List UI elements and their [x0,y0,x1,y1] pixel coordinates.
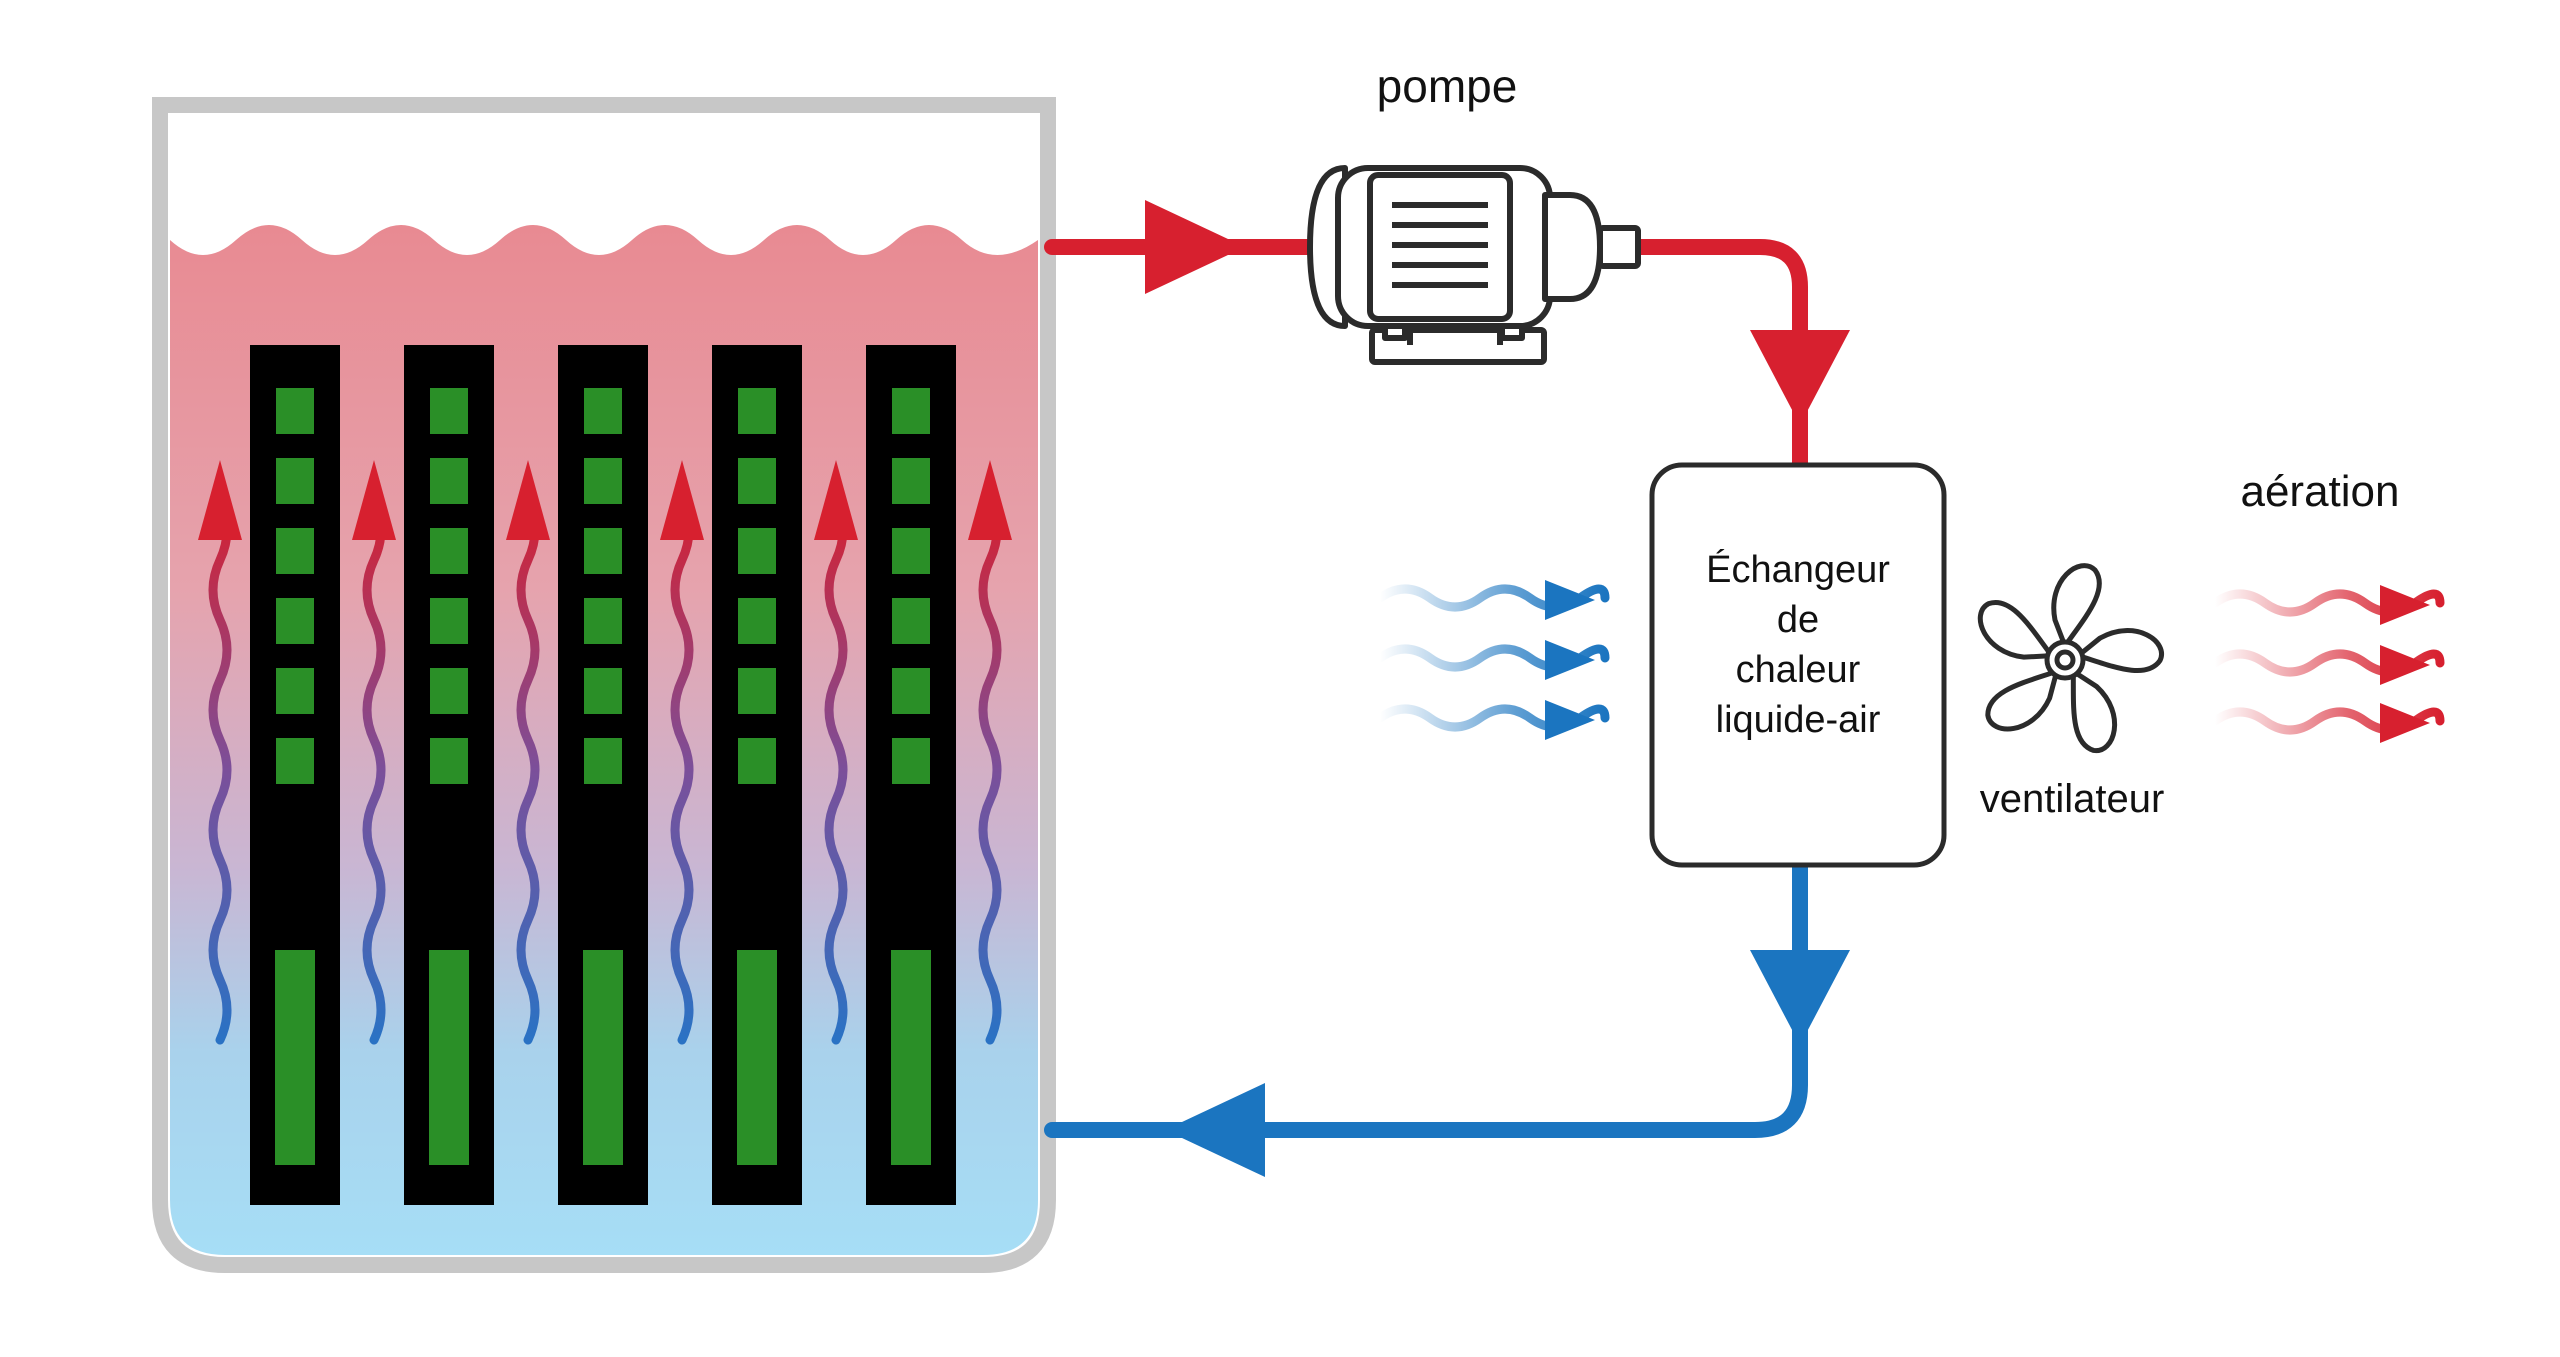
server-led [584,458,622,504]
server-led [430,458,468,504]
hot-flow-arrow-down [1750,330,1850,425]
cold-air-icon [1375,580,1610,740]
server-led [584,388,622,434]
server-led [738,458,776,504]
server-blade [558,345,648,1205]
server-led [584,598,622,644]
server-led [738,738,776,784]
hot-air-icon [2210,585,2445,743]
fan-label: ventilateur [1980,777,2165,821]
cold-flow-arrow-left [1165,1083,1265,1177]
server-led [430,598,468,644]
server-led [584,528,622,574]
heat-exchanger-label-line2: de [1777,599,1819,641]
server-led [276,598,314,644]
server-led [276,738,314,784]
server-blade [712,345,802,1205]
server-module [737,950,777,1165]
fan-blade [1985,668,2060,732]
heat-rise-arrow [814,460,858,1045]
server-led [738,668,776,714]
server-module [583,950,623,1165]
server-led [584,668,622,714]
cold-flow-arrow-down [1750,950,1850,1045]
tank-wall [152,97,1056,1273]
server-led [276,458,314,504]
server-led [584,738,622,784]
server-led [738,598,776,644]
fan-blade [2075,628,2164,673]
heat-rise-arrow [506,460,550,1045]
server-rack [250,345,956,1205]
server-led [892,388,930,434]
fan-blade [2051,563,2102,649]
aeration-label: aération [2240,467,2399,516]
server-blade [250,345,340,1205]
server-led [430,388,468,434]
server-led [892,458,930,504]
server-led [430,528,468,574]
heat-exchanger-label-line3: chaleur [1736,649,1861,691]
pump-label: pompe [1377,60,1518,112]
server-module [429,950,469,1165]
heat-rise-arrow [198,460,242,1045]
pump-motor-icon [1307,165,1641,365]
heat-exchanger-label-line1: Échangeur [1706,548,1890,591]
server-led [892,738,930,784]
server-module [891,950,931,1165]
server-led [276,668,314,714]
heat-rise-arrow [660,460,704,1045]
heat-rise-arrow [352,460,396,1045]
cold-pipe [1044,857,1808,1138]
fan-icon [1977,563,2164,753]
heat-flow-arrows [198,460,1012,1045]
server-led [892,528,930,574]
fan-blade [1977,600,2055,660]
server-led [738,388,776,434]
server-led [738,528,776,574]
server-led [892,668,930,714]
heat-exchanger-label-line4: liquide-air [1716,699,1881,741]
server-blade [404,345,494,1205]
server-led [430,738,468,784]
hot-flow-arrow-right [1145,200,1245,294]
server-blade [866,345,956,1205]
heat-rise-arrow [968,460,1012,1045]
server-led [276,388,314,434]
server-module [275,950,315,1165]
fan-blade [2070,668,2118,753]
server-led [430,668,468,714]
server-led [276,528,314,574]
server-led [892,598,930,644]
heat-exchanger-label: Échangeur de chaleur liquide-air [1706,548,1890,741]
heat-exchanger-box [1649,462,1947,868]
